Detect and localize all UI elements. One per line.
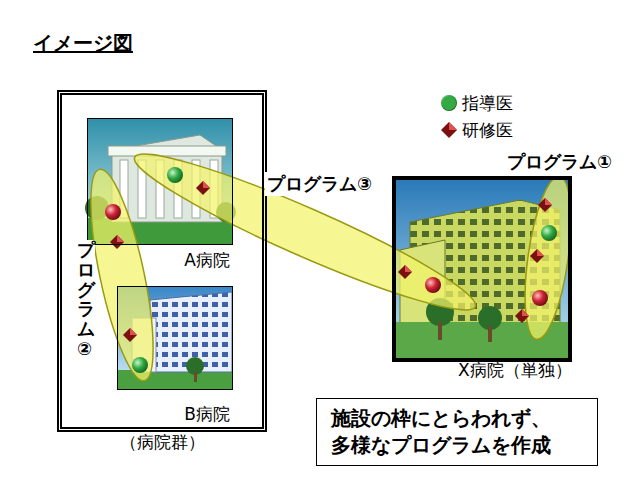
node-label: （病院群） [62,431,262,454]
node-label: B病院 [184,403,230,426]
node-label: X病院（単独） [458,359,572,382]
diagram-title: イメージ図 [33,30,133,57]
legend-text: 研修医 [462,119,513,142]
legend-swatch [442,96,456,110]
hospital-picture-box: B病院 [117,286,233,390]
program-label: プログラム① [505,150,614,174]
hospital-x-box: X病院（単独） [392,176,572,362]
node-label: 施設の枠にとらわれず、 多様なプログラムを作成 [331,405,557,459]
resident-diamond [110,122,552,342]
program-label: プログラム② [77,240,95,359]
legend-text: 指導医 [462,92,513,115]
note-box: 施設の枠にとらわれず、 多様なプログラムを作成 [316,398,598,466]
doctor-ball [105,95,557,373]
hospital-picture-box: A病院 [87,118,233,245]
node-label: A病院 [184,249,230,272]
program-label: プログラム③ [265,172,374,196]
